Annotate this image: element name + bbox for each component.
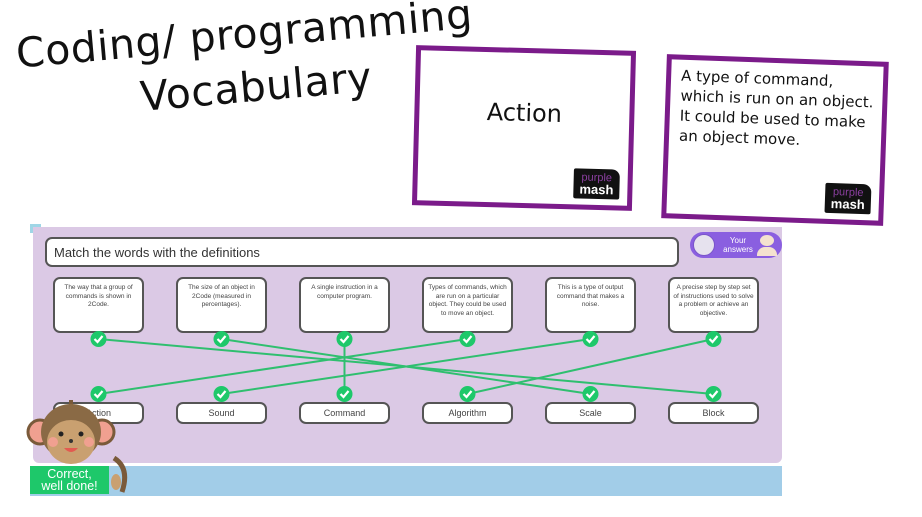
match-line <box>221 338 591 395</box>
your-answers-button[interactable]: Your answers <box>690 232 782 258</box>
check-icon <box>459 386 476 402</box>
check-icon <box>582 331 599 347</box>
your-answers-line-1: Your <box>729 236 747 245</box>
logo-text-mash: mash <box>830 195 866 213</box>
definition-card[interactable]: A single instruction in a computer progr… <box>299 277 390 333</box>
definition-flashcard: A type of command, which is run on an ob… <box>661 54 889 226</box>
check-icon <box>213 386 230 402</box>
check-icon <box>336 331 353 347</box>
definition-card[interactable]: A precise step by step set of instructio… <box>668 277 759 333</box>
word-card[interactable]: Scale <box>545 402 636 424</box>
check-icon <box>90 331 107 347</box>
corner-decoration <box>30 224 41 233</box>
check-icon <box>213 331 230 347</box>
your-answers-label: Your answers <box>720 236 756 254</box>
bottom-bar <box>30 466 782 496</box>
match-line <box>98 338 468 395</box>
check-icon <box>705 386 722 402</box>
flashcard-word: Action <box>486 98 563 128</box>
matching-activity: Match the words with the definitions You… <box>30 224 782 496</box>
word-card[interactable]: Algorithm <box>422 402 513 424</box>
definition-card[interactable]: The way that a group of commands is show… <box>53 277 144 333</box>
instruction-bar: Match the words with the definitions <box>45 237 679 267</box>
word-card[interactable]: Block <box>668 402 759 424</box>
monkey-mascot-icon <box>26 400 128 493</box>
definition-card[interactable]: This is a type of output command that ma… <box>545 277 636 333</box>
match-lines <box>90 331 722 402</box>
feedback-line-2: well done! <box>41 479 98 493</box>
word-card[interactable]: Command <box>299 402 390 424</box>
check-icon <box>459 331 476 347</box>
match-line <box>467 338 714 395</box>
user-avatar-icon <box>760 235 774 246</box>
activity-panel: Match the words with the definitions You… <box>33 227 782 463</box>
word-card[interactable]: Sound <box>176 402 267 424</box>
your-answers-line-2: answers <box>723 245 753 254</box>
correct-feedback-banner: Correct, well done! <box>30 466 109 494</box>
purple-mash-logo: purple mash <box>824 182 872 215</box>
check-icon <box>336 386 353 402</box>
word-flashcard: Action purple mash <box>411 45 637 211</box>
flashcard-definition: A type of command, which is run on an ob… <box>678 66 874 149</box>
check-icon <box>582 386 599 402</box>
user-avatar-body-icon <box>757 247 777 256</box>
check-icon <box>90 386 107 402</box>
check-icon <box>705 331 722 347</box>
logo-text-mash: mash <box>579 181 614 198</box>
feedback-line-1: Correct, <box>47 467 92 481</box>
toggle-circle-icon <box>693 234 715 256</box>
purple-mash-logo: purple mash <box>573 168 620 200</box>
